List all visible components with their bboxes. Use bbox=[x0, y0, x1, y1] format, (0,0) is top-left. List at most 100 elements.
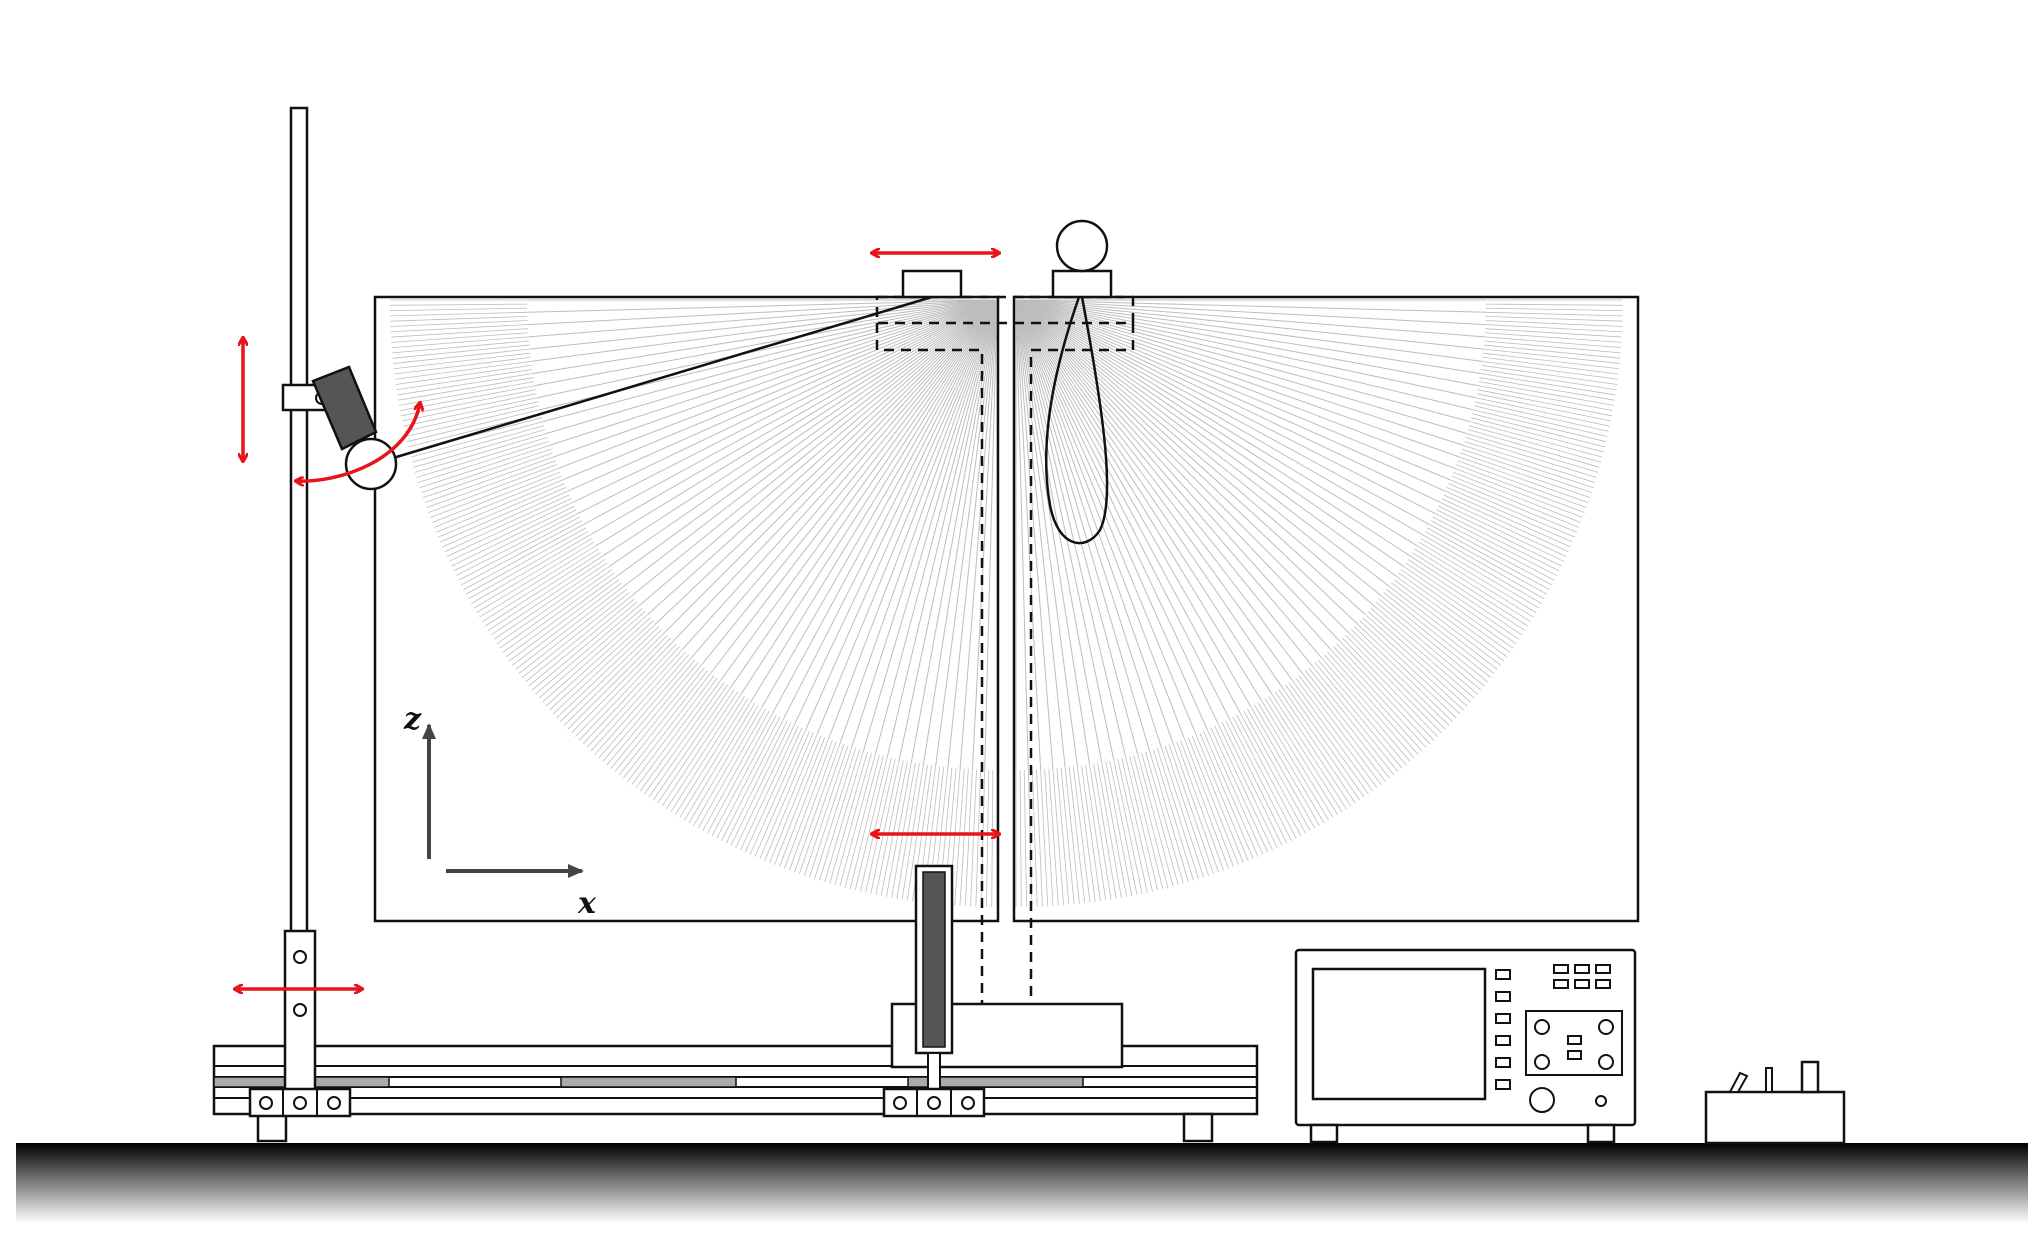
acoustic-ray-tick bbox=[598, 654, 689, 759]
acoustic-ray-tick bbox=[549, 617, 651, 711]
acoustic-ray bbox=[935, 299, 998, 767]
acoustic-ray-tick bbox=[834, 752, 872, 886]
acoustic-ray-tick bbox=[511, 582, 622, 666]
acoustic-ray-tick bbox=[1412, 552, 1529, 627]
acoustic-ray-tick bbox=[515, 585, 625, 670]
acoustic-ray-tick bbox=[1317, 659, 1407, 766]
acoustic-ray-tick bbox=[618, 667, 705, 776]
acoustic-ray-tick bbox=[1484, 336, 1622, 349]
top-slider-block bbox=[901, 269, 963, 299]
acoustic-ray-tick bbox=[1199, 732, 1254, 859]
acoustic-ray-tick bbox=[1478, 381, 1614, 406]
acoustic-ray-tick bbox=[1453, 471, 1581, 523]
side-buttons bbox=[1495, 969, 1511, 1090]
acoustic-fan-right bbox=[1015, 299, 1623, 907]
acoustic-ray-tick bbox=[1330, 649, 1423, 752]
acoustic-ray-tick bbox=[1485, 311, 1623, 317]
acoustic-ray-tick bbox=[496, 565, 610, 645]
acoustic-ray-tick bbox=[1350, 629, 1450, 726]
acoustic-ray-tick bbox=[754, 730, 810, 857]
acoustic-fan-left bbox=[390, 299, 998, 907]
acoustic-ray-tick bbox=[487, 555, 604, 631]
acoustic-ray bbox=[1015, 299, 1481, 375]
acoustic-ray bbox=[816, 299, 998, 735]
acoustic-ray-tick bbox=[1454, 468, 1583, 518]
acoustic-ray bbox=[1015, 299, 1374, 606]
acoustic-ray-tick bbox=[735, 724, 796, 849]
acoustic-ray-tick bbox=[959, 769, 969, 906]
acoustic-ray-tick bbox=[1187, 737, 1239, 865]
acoustic-ray-tick bbox=[721, 718, 784, 842]
acoustic-ray bbox=[609, 299, 998, 567]
acoustic-ray-tick bbox=[1391, 582, 1502, 666]
acoustic-ray-tick bbox=[479, 545, 597, 618]
acoustic-ray bbox=[1015, 299, 1441, 503]
acoustic-ray-tick bbox=[1281, 687, 1361, 801]
acoustic-ray-tick bbox=[610, 662, 699, 769]
acoustic-ray bbox=[527, 299, 998, 326]
acoustic-ray bbox=[1015, 299, 1340, 642]
beam-line bbox=[392, 295, 933, 460]
acoustic-ray-tick bbox=[410, 421, 544, 458]
acoustic-ray bbox=[1015, 299, 1197, 735]
acoustic-ray bbox=[562, 299, 998, 481]
acoustic-ray-tick bbox=[1441, 498, 1567, 557]
acoustic-ray bbox=[1015, 299, 1479, 387]
acoustic-ray-tick bbox=[1481, 365, 1618, 385]
acoustic-ray-tick bbox=[1327, 651, 1419, 755]
acoustic-ray-tick bbox=[1056, 768, 1070, 905]
acoustic-ray-tick bbox=[560, 626, 660, 722]
acoustic-ray-tick bbox=[1214, 725, 1273, 851]
acoustic-ray-tick bbox=[1040, 769, 1049, 907]
acoustic-ray-tick bbox=[1479, 377, 1615, 401]
acoustic-ray-tick bbox=[644, 682, 725, 795]
acoustic-ray-tick bbox=[473, 538, 593, 609]
acoustic-ray bbox=[1015, 299, 1066, 768]
acoustic-ray-tick bbox=[1465, 437, 1597, 478]
acoustic-ray-tick bbox=[1101, 762, 1128, 897]
acoustic-ray-tick bbox=[582, 643, 677, 745]
acoustic-ray-tick bbox=[421, 448, 552, 493]
acoustic-ray-tick bbox=[1121, 757, 1153, 892]
acoustic-ray-tick bbox=[1048, 768, 1059, 906]
acoustic-ray-tick bbox=[414, 433, 547, 473]
floor bbox=[16, 1143, 2028, 1223]
amplifier-box bbox=[1704, 1060, 1846, 1145]
acoustic-ray-tick bbox=[1275, 691, 1352, 807]
acoustic-ray-tick bbox=[1195, 734, 1249, 861]
acoustic-ray bbox=[1015, 299, 1252, 708]
acoustic-ray-tick bbox=[1473, 405, 1608, 437]
acoustic-ray bbox=[616, 299, 998, 577]
oscilloscope-screen bbox=[1311, 967, 1487, 1101]
acoustic-ray bbox=[530, 299, 998, 362]
dashed-channel bbox=[875, 295, 1135, 1004]
acoustic-ray bbox=[1015, 299, 1331, 650]
acoustic-ray-tick bbox=[463, 523, 585, 590]
acoustic-ray bbox=[1015, 299, 1273, 695]
acoustic-ray-tick bbox=[1191, 735, 1244, 863]
acoustic-ray-tick bbox=[508, 579, 620, 662]
acoustic-ray-tick bbox=[819, 749, 860, 881]
acoustic-ray bbox=[1015, 299, 1078, 767]
acoustic-ray-tick bbox=[759, 732, 814, 859]
acoustic-ray-tick bbox=[1485, 303, 1623, 306]
acoustic-ray-tick bbox=[525, 595, 632, 683]
acoustic-ray bbox=[1015, 299, 1390, 587]
acoustic-ray-tick bbox=[1301, 672, 1386, 782]
acoustic-ray-tick bbox=[531, 601, 638, 691]
acoustic-ray-tick bbox=[490, 559, 606, 636]
acoustic-ray-tick bbox=[670, 696, 745, 813]
acoustic-ray bbox=[1015, 299, 1484, 350]
acoustic-ray bbox=[794, 299, 998, 725]
acoustic-ray-tick bbox=[552, 620, 654, 715]
acoustic-ray-tick bbox=[1133, 754, 1169, 888]
acoustic-ray-tick bbox=[622, 670, 708, 779]
acoustic-ray-tick bbox=[442, 490, 568, 548]
acoustic-ray-tick bbox=[1480, 369, 1617, 391]
acoustic-ray-tick bbox=[1229, 718, 1292, 842]
acoustic-ray-tick bbox=[1432, 516, 1555, 581]
acoustic-ray-tick bbox=[417, 440, 549, 483]
acoustic-ray-tick bbox=[518, 589, 627, 675]
acoustic-ray-tick bbox=[1203, 730, 1259, 857]
